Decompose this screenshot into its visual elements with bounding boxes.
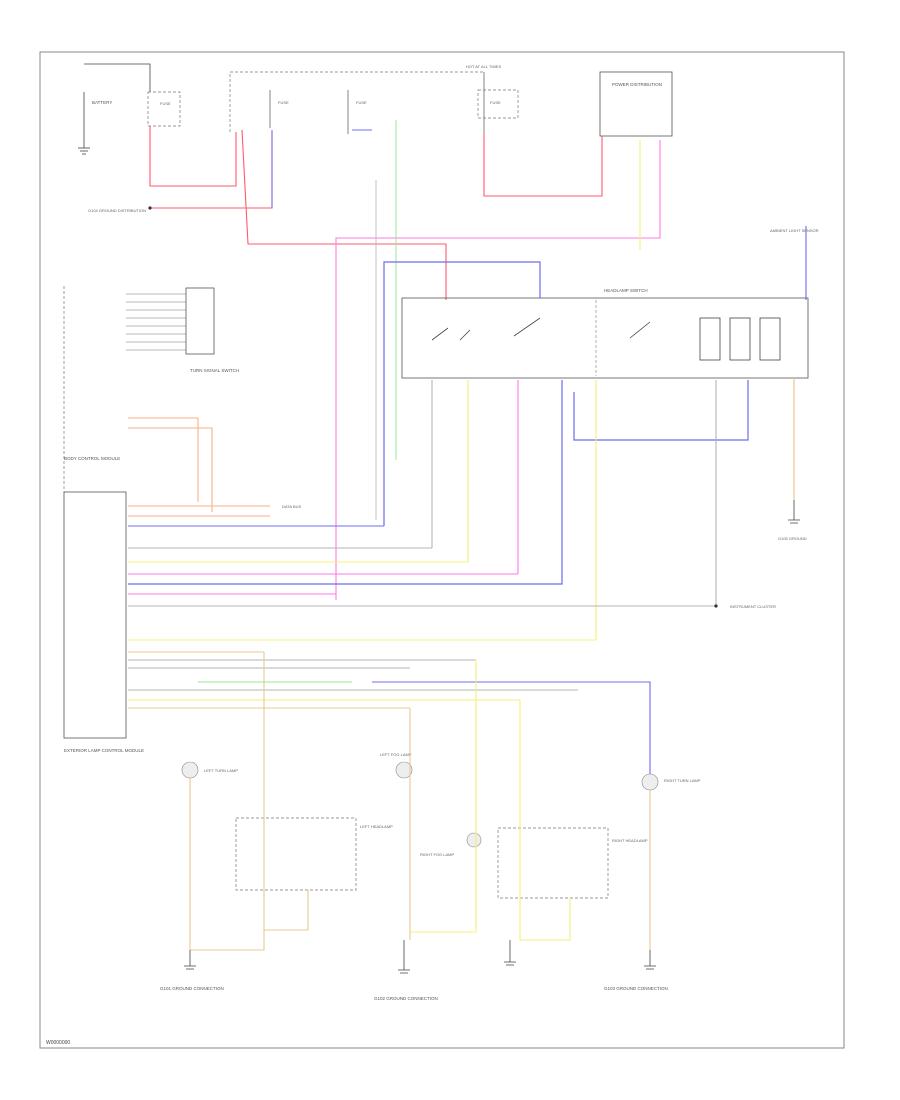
power-distribution-box xyxy=(599,71,673,137)
module-output-wires xyxy=(431,380,717,640)
pink-wire-main xyxy=(335,140,661,600)
left-turn-lamp: LEFT TURN LAMP xyxy=(181,761,238,950)
fuse-b-label: FUSE xyxy=(278,100,289,105)
splice-dot xyxy=(714,604,718,608)
fuse-c-label: FUSE xyxy=(356,100,367,105)
data-bus-label: DATA BUS xyxy=(282,504,302,509)
fuse-c: FUSE xyxy=(347,90,367,134)
ground-dist-label: G104 GROUND DISTRIBUTION xyxy=(88,208,146,213)
blue-wire-bus xyxy=(383,261,541,526)
tan-wire-left-headlamp xyxy=(263,652,309,931)
left-fog-lamp: LEFT FOG LAMP xyxy=(380,708,413,940)
ground-center-label: G102 GROUND CONNECTION xyxy=(374,996,438,1001)
left-headlamp-box xyxy=(235,817,357,891)
ambient-sensor: AMBIENT LIGHT SENSOR xyxy=(770,226,819,300)
right-turn-lamp: RIGHT TURN LAMP xyxy=(641,773,701,950)
tan-wire-ground-left xyxy=(190,930,265,951)
fuse-a-label: FUSE xyxy=(160,101,171,106)
diagram-frame xyxy=(39,51,845,1049)
module-harness xyxy=(128,525,716,709)
fuse-b: FUSE xyxy=(269,90,289,128)
ambient-sensor-label: AMBIENT LIGHT SENSOR xyxy=(770,228,819,233)
orange-wires xyxy=(128,417,270,517)
instrument-label: INSTRUMENT CLUSTER xyxy=(730,604,776,609)
diagram-id-code: W0000000 xyxy=(46,1040,70,1046)
hot-bus-line xyxy=(229,71,484,132)
headlamp-switch-label: HEADLAMP SWITCH xyxy=(604,288,648,293)
hot-bus-label: HOT AT ALL TIMES xyxy=(466,64,501,69)
battery-label: BATTERY xyxy=(92,100,112,105)
switch-contacts xyxy=(431,317,781,361)
blue-wire-loop xyxy=(573,380,749,441)
right-turn-label: RIGHT TURN LAMP xyxy=(664,778,701,783)
ground-body-label: G105 GROUND xyxy=(778,536,807,541)
exterior-lamp-label: EXTERIOR LAMP CONTROL MODULE xyxy=(64,748,144,753)
left-turn-label: LEFT TURN LAMP xyxy=(204,768,238,773)
right-fog-lamp: RIGHT FOG LAMP xyxy=(410,660,482,933)
turn-signal-connector xyxy=(185,287,215,355)
fuse-d: FUSE xyxy=(477,72,519,134)
ground-right-label: G103 GROUND CONNECTION xyxy=(604,986,668,991)
left-fog-label: LEFT FOG LAMP xyxy=(380,752,412,757)
body-control-module xyxy=(63,491,127,739)
splice-dot xyxy=(148,206,152,210)
fuse-d-label: FUSE xyxy=(490,100,501,105)
left-headlamp-label: LEFT HEADLAMP xyxy=(360,824,393,829)
yellow-wire-right-headlamp xyxy=(519,700,571,941)
ground-symbols xyxy=(184,500,800,974)
right-fog-label: RIGHT FOG LAMP xyxy=(420,852,454,857)
right-headlamp-box xyxy=(497,827,609,899)
power-dist-label: POWER DISTRIBUTION xyxy=(612,82,662,87)
connector-pins xyxy=(126,293,186,351)
battery-group: BATTERY xyxy=(78,63,151,155)
ground-left-label: G101 GROUND CONNECTION xyxy=(160,986,224,991)
headlamp-switch-module xyxy=(401,297,809,379)
turn-signal-label: TURN SIGNAL SWITCH xyxy=(190,368,239,373)
right-headlamp-label: RIGHT HEADLAMP xyxy=(612,838,648,843)
body-ctrl-label: BODY CONTROL MODULE xyxy=(64,456,120,461)
blue-wire-right-lamp xyxy=(372,681,651,778)
fuse-box-a xyxy=(147,91,181,127)
blue-wire-lower xyxy=(128,380,563,585)
